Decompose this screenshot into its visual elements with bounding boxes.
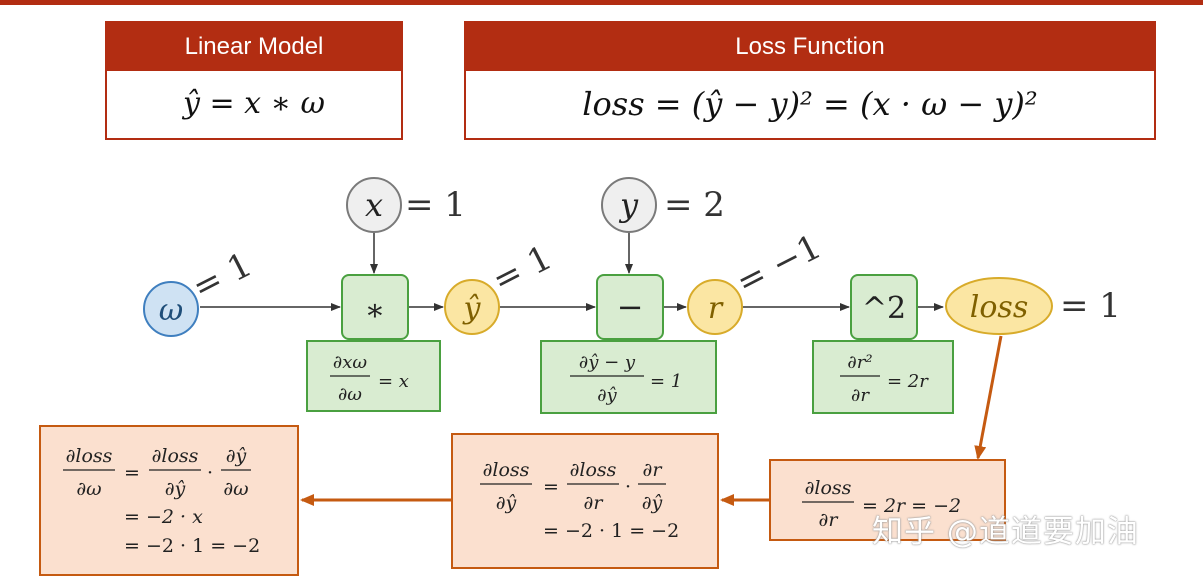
b3-line3: = −2 · 1 = −2 — [124, 535, 260, 557]
node-omega: ω — [143, 281, 199, 337]
local-grad-mult-num: ∂xω — [333, 352, 367, 373]
b2-den1: ∂ŷ — [496, 492, 517, 514]
local-grad-minus: ∂ŷ − y ∂ŷ = 1 — [540, 340, 717, 414]
backprop-box-1: ∂loss ∂r = 2r = −2 — [769, 459, 1006, 541]
local-grad-minus-den: ∂ŷ — [597, 385, 617, 406]
local-grad-minus-num: ∂ŷ − y — [579, 352, 636, 373]
local-grad-minus-rhs: = 1 — [650, 371, 682, 392]
b3-num3: ∂ŷ — [226, 445, 247, 467]
node-x: x — [346, 177, 402, 233]
local-grad-square-num: ∂r² — [847, 352, 872, 373]
linear-model-formula: ŷ = x ∗ ω — [182, 86, 325, 121]
node-minus-label: − — [617, 288, 644, 326]
local-grad-square-den: ∂r — [851, 385, 870, 406]
node-yhat-label: ŷ — [462, 291, 482, 326]
local-grad-square-rhs: = 2r — [887, 371, 929, 392]
b3-num2: ∂loss — [152, 445, 199, 467]
loss-function-title: Loss Function — [466, 23, 1154, 71]
b3-den3: ∂ω — [223, 478, 248, 500]
linear-model-panel: Linear Model ŷ = x ∗ ω — [105, 21, 403, 140]
backprop-box-3: ∂loss ∂ω = ∂loss ∂ŷ · ∂ŷ ∂ω = −2 · x = −… — [39, 425, 299, 576]
b2-num1: ∂loss — [483, 459, 530, 481]
node-loss-label: loss — [970, 290, 1028, 325]
node-r-label: r — [708, 291, 724, 326]
backprop-arrows — [300, 335, 1003, 506]
b1-den: ∂r — [819, 509, 840, 531]
value-r: = −1 — [730, 227, 828, 303]
node-y-label: y — [618, 186, 639, 224]
value-x: = 1 — [405, 185, 466, 225]
node-x-label: x — [365, 186, 383, 224]
b3-line2: = −2 · x — [124, 506, 203, 528]
b2-eq: = — [543, 476, 559, 498]
b2-line2: = −2 · 1 = −2 — [543, 520, 679, 542]
b1-num: ∂loss — [805, 477, 852, 499]
arrow-loss-to-b1 — [974, 335, 1003, 460]
node-minus: − — [596, 274, 664, 340]
local-grad-mult: ∂xω ∂ω = x — [306, 340, 441, 412]
b2-den2: ∂r — [584, 492, 605, 514]
b3-dot: · — [207, 462, 213, 484]
node-omega-label: ω — [159, 293, 183, 328]
b3-den2: ∂ŷ — [165, 478, 186, 500]
node-y: y — [601, 177, 657, 233]
node-loss: loss — [945, 277, 1053, 335]
value-y: = 2 — [664, 185, 725, 225]
node-r: r — [687, 279, 743, 335]
local-grad-mult-den: ∂ω — [338, 384, 362, 405]
node-square: ^2 — [850, 274, 918, 340]
loss-function-panel: Loss Function loss = (ŷ − y)² = (x · ω −… — [464, 21, 1156, 140]
node-mult-label: ∗ — [365, 293, 385, 328]
b3-num1: ∂loss — [66, 445, 113, 467]
backprop-box-2: ∂loss ∂ŷ = ∂loss ∂r · ∂r ∂ŷ = −2 · 1 = −… — [451, 433, 719, 569]
b1-rhs: = 2r = −2 — [862, 495, 961, 517]
b3-den1: ∂ω — [76, 478, 101, 500]
b2-num2: ∂loss — [570, 459, 617, 481]
node-yhat: ŷ — [444, 279, 500, 335]
local-grad-square: ∂r² ∂r = 2r — [812, 340, 954, 414]
value-loss: = 1 — [1060, 286, 1121, 326]
node-mult: ∗ — [341, 274, 409, 340]
value-yhat: = 1 — [486, 238, 558, 301]
b2-dot: · — [625, 476, 631, 498]
local-grad-mult-rhs: = x — [378, 371, 409, 392]
b2-den3: ∂ŷ — [642, 492, 663, 514]
watermark: 知乎 @道道要加油 — [872, 514, 1139, 550]
linear-model-title: Linear Model — [107, 23, 401, 71]
top-accent-bar — [0, 0, 1203, 5]
b3-eq: = — [124, 462, 140, 484]
node-square-label: ^2 — [862, 291, 906, 326]
b2-num3: ∂r — [643, 459, 664, 481]
forward-edges — [200, 232, 944, 311]
loss-function-formula: loss = (ŷ − y)² = (x · ω − y)² — [582, 85, 1038, 123]
